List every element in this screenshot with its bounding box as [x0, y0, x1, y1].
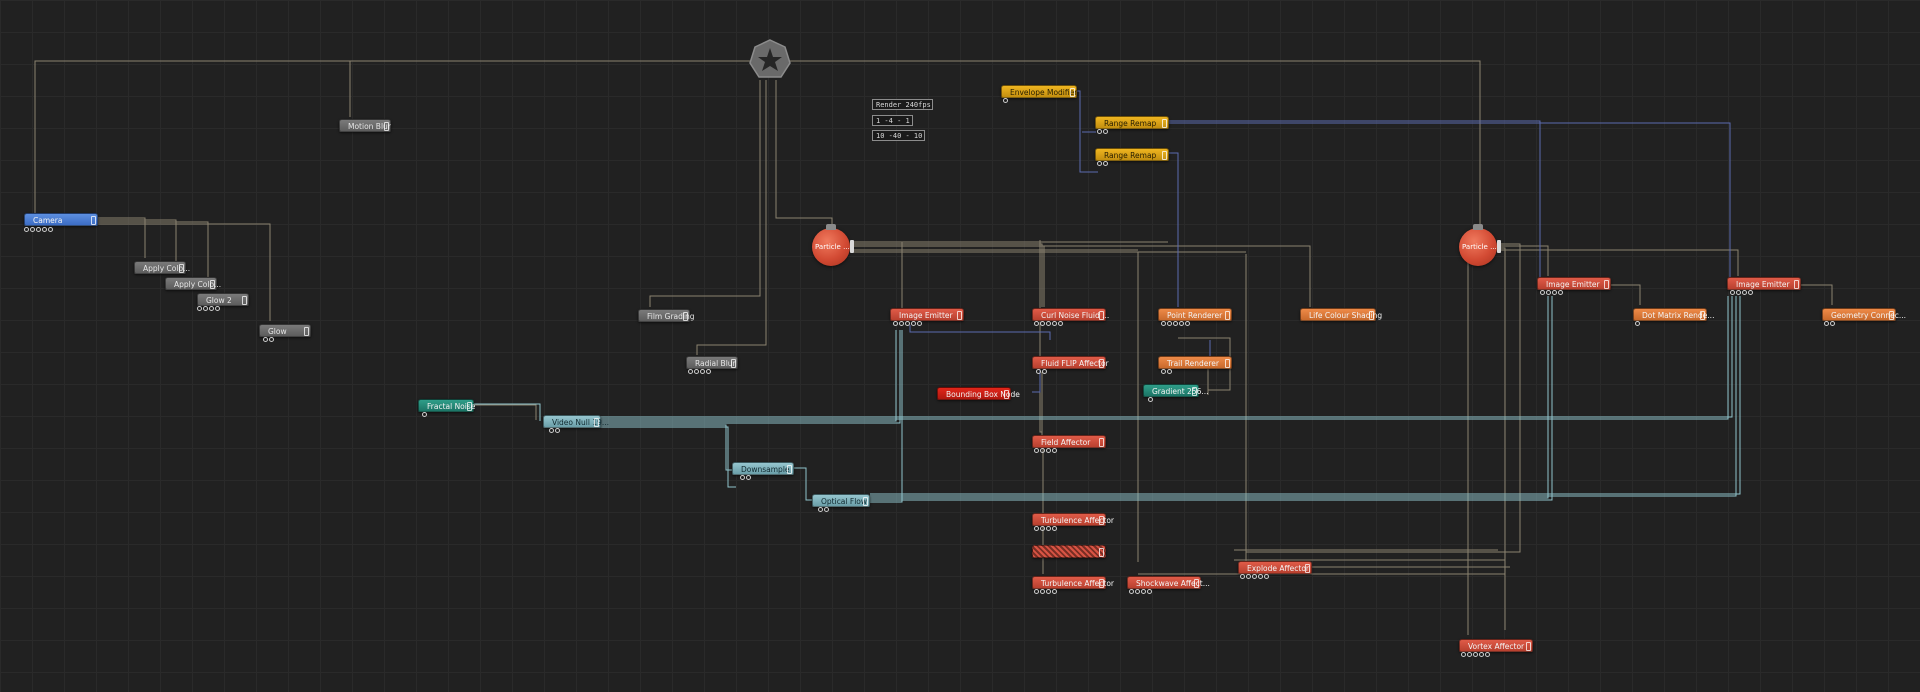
image-emitter-node-3[interactable]: Image Emitter — [1727, 277, 1801, 290]
glow-2-node[interactable]: Glow 2 — [197, 293, 249, 306]
film-grading-node[interactable]: Film Grading — [638, 309, 694, 322]
field-affector-node[interactable]: Field Affector — [1032, 435, 1106, 448]
radial-blur-node[interactable]: Radial Blur — [686, 356, 738, 369]
range-b-parameter[interactable]: 10 -40 - 10 — [872, 130, 925, 141]
life-colour-shading-node[interactable]: Life Colour Shading — [1300, 308, 1382, 321]
fluid-flip-ports[interactable] — [1036, 369, 1048, 374]
vortex-affector-node[interactable]: Vortex Affector — [1459, 639, 1533, 652]
glow-ports[interactable] — [263, 337, 275, 342]
range-remap-1-ports[interactable] — [1097, 129, 1109, 134]
point-renderer-node[interactable]: Point Renderer — [1158, 308, 1232, 321]
turbulence-affector-node-1[interactable]: Turbulence Affector — [1032, 513, 1114, 526]
fluid-flip-affector-node[interactable]: Fluid FLIP Affector — [1032, 356, 1109, 369]
downsample-ports[interactable] — [740, 475, 752, 480]
motion-blur-node[interactable]: Motion Blur — [339, 119, 391, 132]
dot-matrix-ports[interactable] — [1635, 321, 1641, 326]
dot-matrix-renderer-node[interactable]: Dot Matrix Rende... — [1633, 308, 1714, 321]
turbulence-2-ports[interactable] — [1034, 589, 1058, 594]
bounding-box-node[interactable]: Bounding Box Node — [937, 387, 1020, 400]
fractal-noise-ports[interactable] — [422, 412, 428, 417]
shockwave-ports[interactable] — [1129, 589, 1153, 594]
geometry-connector-node[interactable]: Geometry Connec... — [1822, 308, 1906, 321]
video-null-ports[interactable] — [549, 428, 561, 433]
particle-node-1[interactable]: Particle ... — [812, 224, 854, 266]
glow-node[interactable]: Glow — [259, 324, 311, 337]
fractal-noise-node[interactable]: Fractal Noise — [418, 399, 475, 412]
explode-affector-node[interactable]: Explode Affector — [1238, 561, 1312, 574]
render-fps-parameter[interactable]: Render 240fps — [872, 99, 933, 110]
curl-noise-ports[interactable] — [1034, 321, 1064, 326]
range-a-parameter[interactable]: 1 -4 - 1 — [872, 115, 913, 126]
particle-node-2-label: Particle ... — [1462, 243, 1497, 251]
turbulence-1-ports[interactable] — [1034, 526, 1058, 531]
image-emitter-1-ports[interactable] — [893, 321, 923, 326]
image-emitter-2-ports[interactable] — [1540, 290, 1564, 295]
range-remap-2-ports[interactable] — [1097, 161, 1109, 166]
radial-blur-ports[interactable] — [688, 369, 712, 374]
glow-2-ports[interactable] — [197, 306, 221, 311]
curl-noise-node[interactable]: Curl Noise Fluid ... — [1032, 308, 1109, 321]
trail-renderer-ports[interactable] — [1161, 369, 1173, 374]
optical-flow-ports[interactable] — [818, 507, 830, 512]
image-emitter-3-ports[interactable] — [1730, 290, 1754, 295]
trail-renderer-node[interactable]: Trail Renderer — [1158, 356, 1232, 369]
envelope-modifier-node[interactable]: Envelope Modifier — [1001, 85, 1077, 98]
turbulence-affector-node-2[interactable]: Turbulence Affector — [1032, 576, 1114, 589]
apply-colour-node-2[interactable]: Apply Colo... — [165, 277, 221, 290]
downsample-node[interactable]: Downsample — [732, 462, 794, 475]
image-emitter-node-1[interactable]: Image Emitter — [890, 308, 964, 321]
apply-colour-node-1[interactable]: Apply Colo... — [134, 261, 190, 274]
range-remap-node-1[interactable]: Range Remap — [1095, 116, 1169, 129]
camera-ports[interactable] — [24, 227, 54, 232]
star-gear-icon[interactable] — [748, 38, 792, 82]
geometry-ports[interactable] — [1824, 321, 1836, 326]
range-remap-node-2[interactable]: Range Remap — [1095, 148, 1169, 161]
envelope-ports[interactable] — [1003, 98, 1009, 103]
video-null-node[interactable]: Video Null 19... — [543, 415, 609, 428]
point-renderer-ports[interactable] — [1161, 321, 1191, 326]
explode-ports[interactable] — [1240, 574, 1270, 579]
particle-node-2[interactable]: Particle ... — [1459, 224, 1501, 266]
gradient-ports[interactable] — [1148, 397, 1154, 402]
particle-node-1-label: Particle ... — [815, 243, 850, 251]
disabled-node[interactable] — [1032, 545, 1106, 558]
image-emitter-node-2[interactable]: Image Emitter — [1537, 277, 1611, 290]
gradient-node[interactable]: Gradient 256... — [1143, 384, 1209, 397]
field-affector-ports[interactable] — [1034, 448, 1058, 453]
optical-flow-node[interactable]: Optical Flow — [812, 494, 870, 507]
camera-node[interactable]: Camera — [24, 213, 98, 226]
vortex-ports[interactable] — [1461, 652, 1491, 657]
shockwave-affector-node[interactable]: Shockwave Affect... — [1127, 576, 1210, 589]
